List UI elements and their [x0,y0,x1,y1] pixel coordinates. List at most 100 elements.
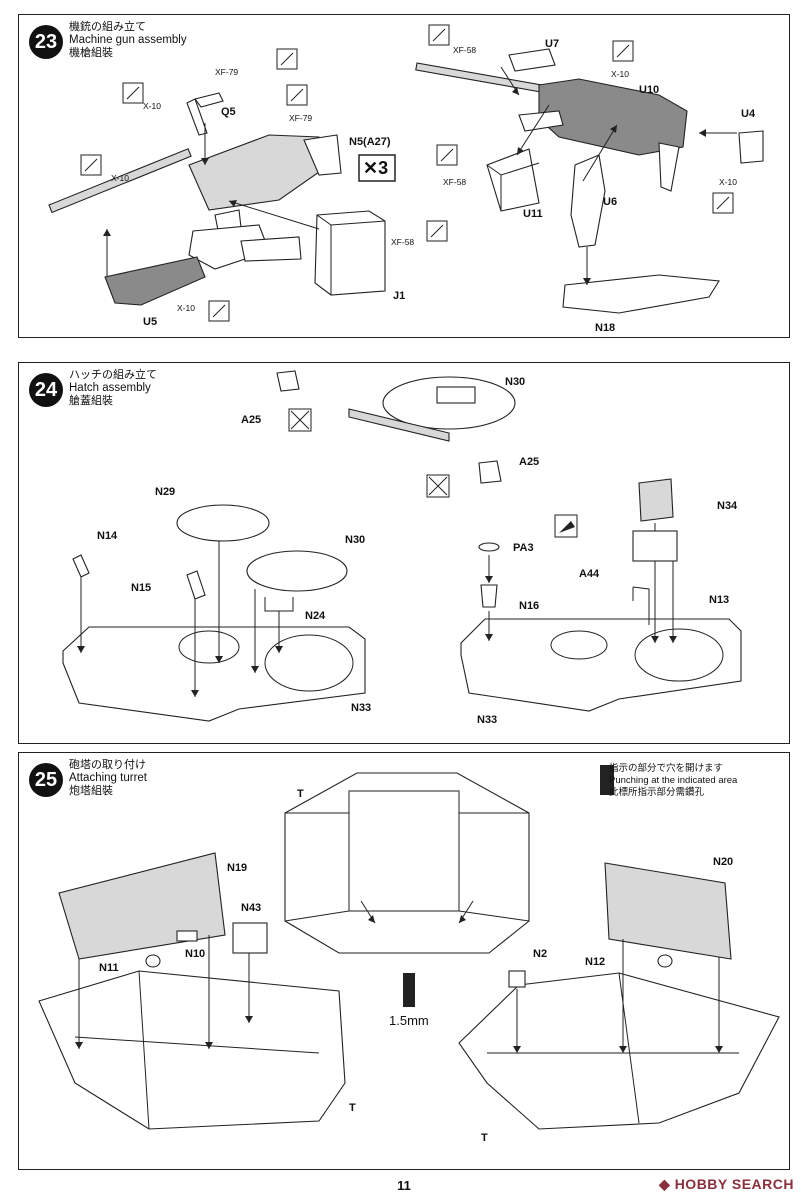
hobbysearch-logo-icon: ◆ [659,1176,671,1192]
label-n29: N29 [155,486,175,498]
ammo-box-j1 [314,210,386,296]
label-drill-size: 1.5mm [389,1013,429,1028]
step-title: 機銃の組み立て Machine gun assembly 機槍組裝 [69,21,187,60]
step-title: 砲塔の取り付け Attaching turret 炮塔組裝 [69,759,147,798]
paint-chip-icon [286,84,308,106]
step-number-badge: 24 [29,373,63,407]
part-n11 [145,954,161,968]
step-24-panel: 24 ハッチの組み立て Hatch assembly 艙蓋組裝 [18,362,790,744]
label-n33-b: N33 [477,714,497,726]
label-j1: J1 [393,290,405,302]
paint-chip-icon [712,192,734,214]
hull-plate-n33-right [460,618,742,712]
label-n15: N15 [131,582,151,594]
label-n10: N10 [185,948,205,960]
label-pa3: PA3 [513,542,534,554]
label-x10-d: X-10 [611,69,629,79]
label-x10-b: X-10 [111,173,129,183]
step-title-zh: 機槍組裝 [69,47,113,59]
step-23-panel: 23 機銃の組み立て Machine gun assembly 機槍組裝 [18,14,790,338]
machine-gun-right [415,48,764,314]
label-u11: U11 [523,208,543,220]
label-n5: N5(A27) [349,136,391,148]
part-n16 [480,584,498,608]
part-n13 [632,530,678,562]
part-pa3 [478,542,500,552]
step-number-badge: 25 [29,763,63,797]
paint-chip-icon [426,220,448,242]
label-n2: N2 [533,948,547,960]
label-x10-c: X-10 [177,303,195,313]
panel-n19 [58,852,226,960]
page-number: 11 [397,1178,411,1193]
drill-icon [600,765,614,795]
machine-gun-left [48,92,342,270]
part-n2 [508,970,526,988]
label-n16: N16 [519,600,539,612]
part-n34 [638,478,674,522]
label-q5: Q5 [221,106,236,118]
step-title-en: Machine gun assembly [69,34,187,46]
label-a25-a: A25 [241,414,261,426]
hull-right [458,972,780,1130]
label-n43: N43 [241,902,261,914]
step-number-badge: 23 [29,25,63,59]
panel-n20 [604,862,732,960]
machine-gun-assembly-diagram: ✕3 XF-79 X-10 Q5 XF-79 N5(A27) X-10 XF-5… [48,24,764,334]
no-glue-icon [288,408,312,432]
hatch-n29 [176,504,270,542]
label-n18: N18 [595,322,615,334]
hull-plate-n33-left [62,626,366,722]
label-n14: N14 [97,530,118,542]
label-a44: A44 [579,568,600,580]
label-u4: U4 [741,108,756,120]
step-title: ハッチの組み立て Hatch assembly 艙蓋組裝 [69,369,157,408]
label-n19: N19 [227,862,247,874]
label-xf58-a: XF-58 [391,237,414,247]
label-t-right: T [481,1132,488,1144]
hatch-assembly-diagram: A25 N30 A25 N29 N14 N30 N15 N24 N33 N34 … [62,370,742,726]
punch-note: 指示の部分で穴を開けます Punching at the indicated a… [609,763,779,799]
brand-watermark: ◆ HOBBY SEARCH [659,1176,794,1193]
label-n30-a: N30 [505,376,525,388]
paint-chip-icon [428,24,450,46]
paint-chip-icon [436,144,458,166]
label-u5: U5 [143,316,157,328]
label-n12: N12 [585,956,605,968]
paint-chip-icon [276,48,298,70]
label-times-3: ✕3 [363,158,388,178]
label-n30-b: N30 [345,534,365,546]
paint-chip-icon [208,300,230,322]
step-title-en: Hatch assembly [69,382,151,394]
punch-note-ja: 指示の部分で穴を開けます [609,763,724,774]
paint-chip-icon [80,154,102,176]
turret-attachment-diagram: 1.5mm T N19 N43 N11 N10 T N20 N2 N12 T [38,772,780,1144]
label-n20: N20 [713,856,733,868]
times-three-box [358,154,396,182]
label-t-top: T [297,788,304,800]
label-xf58-c: XF-58 [443,177,466,187]
punch-note-en: Punching at the indicated area [609,775,738,786]
label-u7: U7 [545,38,559,50]
label-x10-e: X-10 [719,177,737,187]
label-n11: N11 [99,962,119,974]
step-title-ja: ハッチの組み立て [69,369,157,381]
mount-u5 [104,256,206,306]
step-title-zh: 艙蓋組裝 [69,395,113,407]
part-n10 [176,930,198,942]
paint-chip-icon [612,40,634,62]
part-n43 [232,922,268,954]
label-n24: N24 [305,610,326,622]
brand-name: HOBBY SEARCH [674,1176,794,1192]
drill-bit-icon [403,973,415,1007]
step-title-ja: 砲塔の取り付け [69,759,146,771]
paint-chip-icon [122,82,144,104]
label-n34: N34 [717,500,738,512]
label-xf58-b: XF-58 [453,45,476,55]
label-x10-a: X-10 [143,101,161,111]
label-xf79-b: XF-79 [289,113,312,123]
label-xf79-a: XF-79 [215,67,238,77]
no-glue-icon [426,474,450,498]
step-title-en: Attaching turret [69,772,147,784]
label-u6: U6 [603,196,617,208]
